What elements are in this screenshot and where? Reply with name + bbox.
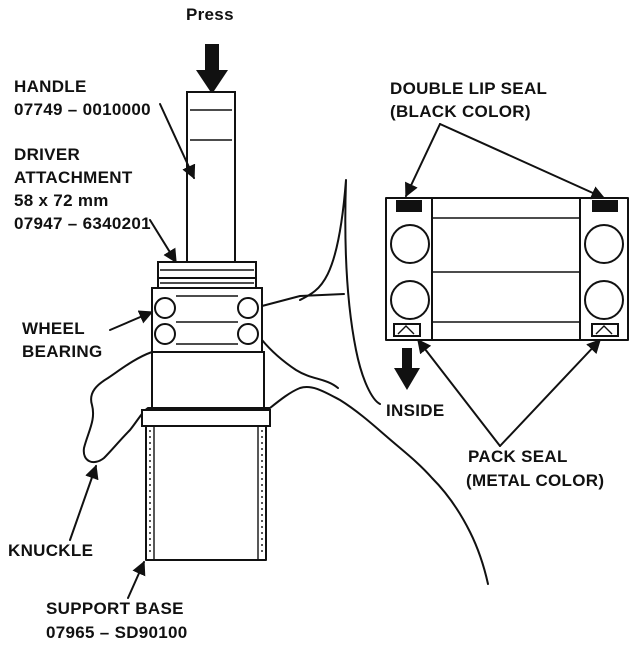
- metal-color-label: (METAL COLOR): [466, 471, 604, 490]
- double-lip-seal-left: [396, 200, 422, 212]
- knuckle-inner-edge: [261, 339, 339, 389]
- pack-seal-left: [393, 323, 421, 337]
- hub-cylinder: [151, 351, 265, 409]
- double-lip-seal-leader-right: [439, 123, 606, 200]
- double-lip-seal-leader-left: [405, 123, 441, 198]
- support-base: [141, 409, 271, 561]
- support-base-part-number: 07965 – SD90100: [46, 623, 188, 642]
- attachment-part-number: 07947 – 6340201: [14, 214, 151, 233]
- pack-seal-label: PACK SEAL: [468, 447, 568, 466]
- pack-seal-leader-right: [499, 338, 601, 447]
- wheel-bearing-leader: [109, 310, 154, 331]
- support-base-leader: [127, 560, 146, 599]
- pack-seal-leader-left: [417, 338, 501, 447]
- handle-hatch: [190, 109, 232, 141]
- wheel-bearing-assembled: [151, 287, 263, 353]
- driver-label: DRIVER: [14, 145, 80, 164]
- knuckle-leader: [69, 464, 99, 541]
- attachment-size: 58 x 72 mm: [14, 191, 109, 210]
- attachment-leader: [149, 219, 177, 264]
- double-lip-seal-label: DOUBLE LIP SEAL: [390, 79, 547, 98]
- inside-label: INSIDE: [386, 401, 444, 420]
- press-label: Press: [186, 5, 234, 24]
- attachment-label: ATTACHMENT: [14, 168, 133, 187]
- bearing-label: BEARING: [22, 342, 103, 361]
- handle-label: HANDLE: [14, 77, 87, 96]
- bearing-detail-view: [385, 197, 629, 341]
- press-arrow-icon: [196, 44, 228, 94]
- knuckle-upper-curve: [299, 179, 381, 405]
- pack-seal-right: [591, 323, 619, 337]
- detail-connector-line: [261, 293, 345, 307]
- support-base-label: SUPPORT BASE: [46, 599, 184, 618]
- handle-part-number: 07749 – 0010000: [14, 100, 151, 119]
- black-color-label: (BLACK COLOR): [390, 102, 531, 121]
- inside-arrow-icon: [394, 348, 420, 390]
- wheel-label: WHEEL: [22, 319, 85, 338]
- knuckle-label: KNUCKLE: [8, 541, 93, 560]
- knuckle-outline: [82, 351, 489, 585]
- double-lip-seal-right: [592, 200, 618, 212]
- handle-leader: [159, 103, 196, 180]
